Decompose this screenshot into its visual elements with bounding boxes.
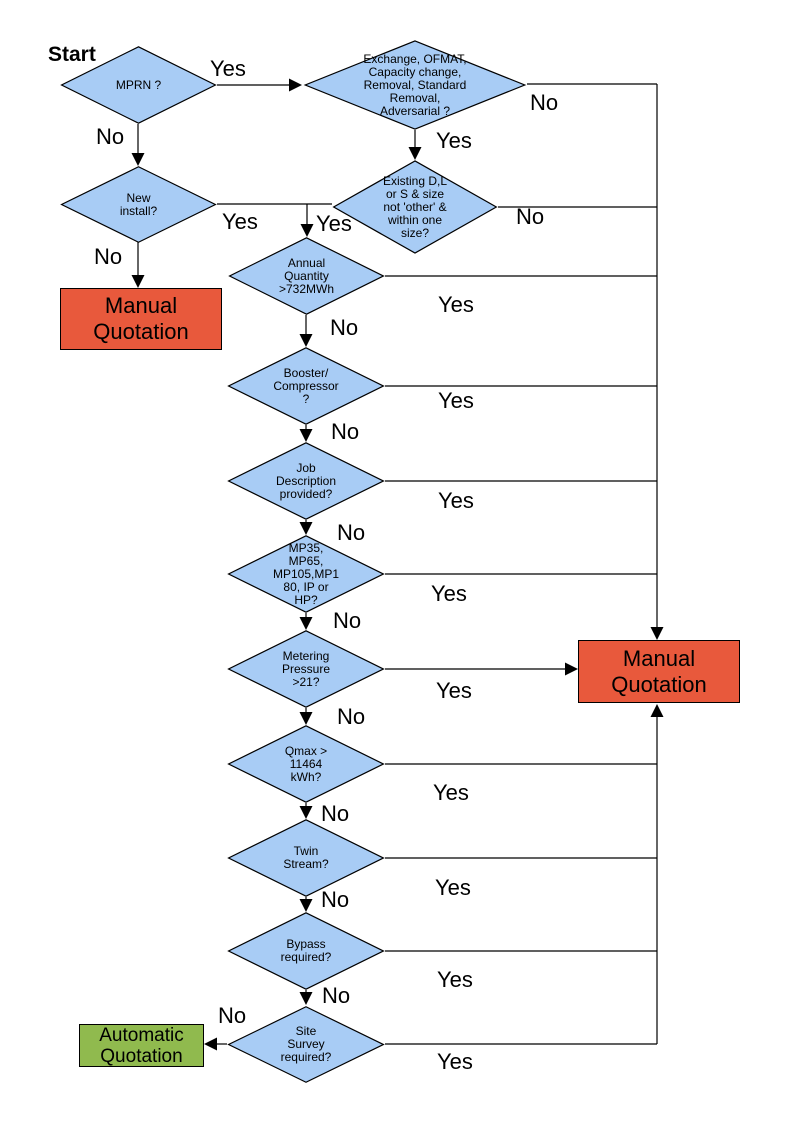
diamond-shape — [228, 237, 385, 315]
decision-label: MP35, MP65, MP105,MP1 80, IP or HP? — [272, 540, 340, 607]
decision-new-install: New install? — [60, 166, 217, 243]
decision-job-description: Job Description provided? — [227, 442, 385, 520]
diamond-shape — [227, 347, 385, 425]
edge-label-booster-no: No — [331, 419, 360, 444]
diamond-shape — [227, 725, 385, 803]
edge-label-bypass-no: No — [322, 983, 351, 1008]
edge-label-new-install-yes: Yes — [222, 209, 258, 234]
edge-label-twin-yes: Yes — [435, 875, 471, 900]
edge-label-metering-yes: Yes — [436, 678, 472, 703]
decision-label: New install? — [119, 190, 158, 218]
decision-site-survey: Site Survey required? — [227, 1006, 385, 1083]
decision-label: Metering Pressure >21? — [281, 648, 331, 689]
edge-label-existing-yes: Yes — [316, 211, 352, 236]
edge-label-metering-no: No — [337, 704, 366, 729]
decision-exchange-ofmat: Exchange, OFMAT, Capacity change, Remova… — [303, 40, 527, 130]
edge-label-job-no: No — [337, 520, 366, 545]
decision-mprn: MPRN ? — [60, 46, 217, 124]
terminal-manual-quotation-left: Manual Quotation — [60, 288, 222, 350]
edge-label-annual-no: No — [330, 315, 359, 340]
terminal-label: Manual Quotation — [611, 645, 707, 697]
edge-label-job-yes: Yes — [438, 488, 474, 513]
decision-label: Exchange, OFMAT, Capacity change, Remova… — [363, 51, 467, 118]
decision-label: Site Survey required? — [280, 1024, 332, 1064]
terminal-manual-quotation-right: Manual Quotation — [578, 640, 740, 703]
decision-mp-pressure-tier: MP35, MP65, MP105,MP1 80, IP or HP? — [227, 535, 385, 613]
diamond-shape — [227, 442, 385, 520]
edge-label-bypass-yes: Yes — [437, 967, 473, 992]
edge-label-annual-yes: Yes — [438, 292, 474, 317]
decision-label: Twin Stream? — [283, 844, 329, 871]
decision-label: Job Description provided? — [275, 460, 337, 501]
decision-qmax: Qmax > 11464 kWh? — [227, 725, 385, 803]
edge-label-twin-no: No — [321, 887, 350, 912]
diamond-shape — [60, 166, 217, 243]
terminal-label: Automatic Quotation — [99, 1024, 184, 1067]
edge-label-qmax-yes: Yes — [433, 780, 469, 805]
decision-label: Qmax > 11464 kWh? — [284, 743, 328, 784]
edge-label-existing-no: No — [516, 204, 545, 229]
start-label: Start — [48, 43, 96, 66]
edge-label-mp-no: No — [333, 608, 362, 633]
diamond-shape — [227, 912, 385, 990]
edge-label-mp-yes: Yes — [431, 581, 467, 606]
edge-label-site-yes: Yes — [437, 1049, 473, 1074]
decision-bypass: Bypass required? — [227, 912, 385, 990]
terminal-label: Manual Quotation — [93, 293, 189, 344]
decision-label: Bypass required? — [280, 937, 332, 964]
edge-label-qmax-no: No — [321, 801, 350, 826]
diamond-shape — [60, 46, 217, 124]
decision-booster-compressor: Booster/ Compressor ? — [227, 347, 385, 425]
diamond-shape — [227, 630, 385, 708]
decision-label: MPRN ? — [115, 77, 162, 92]
diamond-shape — [227, 819, 385, 897]
decision-label: Annual Quantity >732MWh — [278, 255, 335, 296]
diamond-shape — [303, 40, 527, 130]
edge-label-site-no: No — [218, 1003, 247, 1028]
edge-label-booster-yes: Yes — [438, 388, 474, 413]
edge-label-exchange-no: No — [530, 90, 559, 115]
decision-metering-pressure: Metering Pressure >21? — [227, 630, 385, 708]
edge-label-mprn-no: No — [96, 124, 125, 149]
edge-label-new-install-no: No — [94, 244, 123, 269]
edge-label-mprn-yes: Yes — [210, 56, 246, 81]
diamond-shape — [332, 160, 498, 254]
edge-label-exchange-yes: Yes — [436, 128, 472, 153]
diamond-shape — [227, 535, 385, 613]
diamond-shape — [227, 1006, 385, 1083]
decision-label: Existing D,L or S & size not 'other' & w… — [382, 173, 448, 240]
decision-label: Booster/ Compressor ? — [273, 365, 339, 406]
decision-existing-size: Existing D,L or S & size not 'other' & w… — [332, 160, 498, 254]
decision-twin-stream: Twin Stream? — [227, 819, 385, 897]
terminal-automatic-quotation: Automatic Quotation — [79, 1024, 204, 1067]
decision-annual-quantity: Annual Quantity >732MWh — [228, 237, 385, 315]
